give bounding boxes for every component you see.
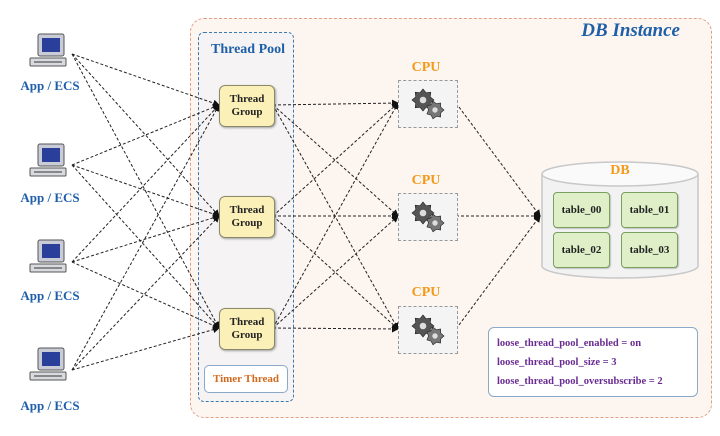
cpu-to-db-arrow: [455, 102, 541, 217]
app-node-2: [28, 142, 72, 187]
cpu-node-2: [398, 193, 458, 241]
app-to-thread-group-arrow: [71, 215, 220, 371]
app-to-thread-group-arrow: [71, 104, 220, 371]
db-title: DB: [610, 163, 630, 178]
cpu-to-db-arrow: [455, 215, 541, 330]
thread-group-to-cpu-arrow: [272, 104, 399, 217]
computer-icon: [29, 239, 67, 273]
thread-group-to-cpu-arrow: [272, 215, 399, 329]
app-to-thread-group-arrow: [71, 261, 220, 329]
app-to-thread-group-arrow: [71, 164, 220, 329]
table-02: table_02: [553, 232, 610, 268]
app-to-thread-group-arrow: [71, 104, 220, 166]
cpu-label: CPU: [411, 285, 441, 300]
computer-icon: [29, 347, 67, 381]
app-label: App / ECS: [20, 288, 80, 303]
app-label: App / ECS: [20, 78, 80, 93]
thread-pool-title: Thread Pool: [210, 42, 286, 57]
thread-group-to-cpu-arrow: [272, 325, 399, 333]
app-label: App / ECS: [20, 190, 80, 205]
cpu-label: CPU: [411, 173, 441, 188]
config-line-oversubscribe: loose_thread_pool_oversubscribe = 2: [497, 376, 663, 387]
thread-group-to-cpu-arrow: [272, 102, 399, 217]
thread-group-to-cpu-arrow: [272, 104, 399, 330]
app-to-thread-group-arrow: [71, 104, 220, 263]
app-node-3: [28, 238, 72, 283]
config-line-enabled: loose_thread_pool_enabled = on: [497, 338, 642, 349]
thread-group-to-cpu-arrow: [272, 215, 399, 330]
cpu-label: CPU: [411, 60, 441, 75]
gears-icon: [411, 314, 445, 346]
table-01: table_01: [621, 192, 678, 228]
table-03: table_03: [621, 232, 678, 268]
table-00: table_00: [553, 192, 610, 228]
app-to-thread-group-arrow: [71, 53, 220, 107]
config-line-size: loose_thread_pool_size = 3: [497, 357, 617, 368]
gears-icon: [411, 88, 445, 120]
computer-icon: [29, 33, 67, 67]
app-label: App / ECS: [20, 398, 80, 413]
thread-group-to-cpu-arrow: [272, 99, 399, 107]
cpu-node-1: [398, 80, 458, 128]
app-node-4: [28, 346, 72, 391]
app-node-1: [28, 32, 72, 77]
app-to-thread-group-arrow: [71, 53, 220, 217]
config-box: loose_thread_pool_enabled = on loose_thr…: [488, 327, 698, 397]
cpu-node-3: [398, 306, 458, 354]
thread-group-to-cpu-arrow: [272, 102, 399, 329]
app-to-thread-group-arrow: [71, 164, 220, 218]
gears-icon: [411, 201, 445, 233]
app-to-thread-group-arrow: [71, 214, 220, 263]
db-instance-title: DB Instance: [581, 20, 680, 41]
app-to-thread-group-arrow: [71, 326, 220, 371]
computer-icon: [29, 143, 67, 177]
timer-thread: Timer Thread: [204, 365, 288, 393]
